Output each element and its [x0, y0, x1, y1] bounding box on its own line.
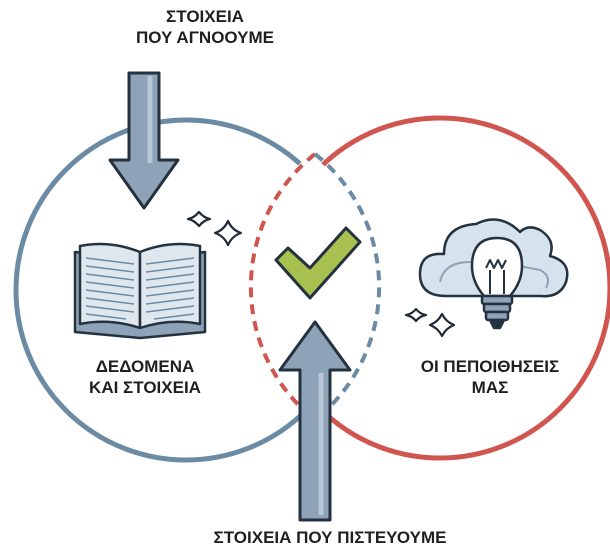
- overlap-red-dash: [248, 152, 317, 422]
- open-book-icon: [73, 242, 207, 340]
- beliefs-label-line1: ΟΙ ΠΕΠΟΙΘΗΣΕΙΣ: [420, 357, 560, 376]
- down-arrow-icon: [108, 71, 180, 210]
- checkmark-icon: [274, 226, 362, 300]
- data-facts-label-line2: ΚΑΙ ΣΤΟΙΧΕΙΑ: [89, 378, 201, 398]
- unknown-facts-label-line1: ΣΤΟΙΧΕΙΑ: [166, 7, 244, 26]
- unknown-facts-label: ΣΤΟΙΧΕΙΑ ΠΟΥ ΑΓΝΟΟΥΜΕ: [100, 6, 310, 49]
- data-facts-label-line1: ΔΕΔΟΜΕΝΑ: [95, 357, 195, 376]
- up-arrow-icon: [278, 320, 352, 522]
- sparkle-icon: [186, 210, 243, 247]
- sparkle-icon: [404, 307, 456, 338]
- unknown-facts-label-line2: ΠΟΥ ΑΓΝΟΟΥΜΕ: [135, 28, 275, 48]
- cloud-lightbulb-icon: [418, 218, 569, 330]
- beliefs-label-line2: ΜΑΣ: [471, 378, 509, 398]
- overlap-blue-dash: [313, 152, 382, 422]
- beliefs-label: ΟΙ ΠΕΠΟΙΘΗΣΕΙΣ ΜΑΣ: [385, 356, 595, 399]
- believed-facts-label: ΣΤΟΙΧΕΙΑ ΠΟΥ ΠΙΣΤΕΥΟΥΜΕ: [213, 528, 447, 547]
- data-facts-label: ΔΕΔΟΜΕΝΑ ΚΑΙ ΣΤΟΙΧΕΙΑ: [40, 356, 250, 399]
